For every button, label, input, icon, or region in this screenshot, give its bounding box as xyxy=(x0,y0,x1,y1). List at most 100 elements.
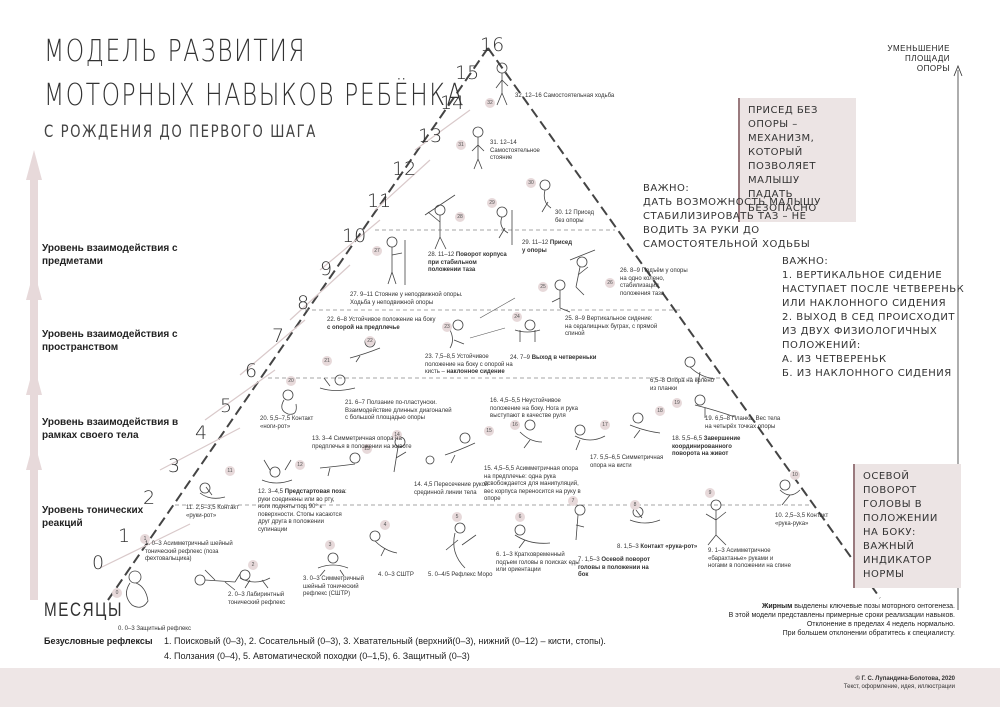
pose-caption: 13. 3–4 Симметричная опора на предплечья… xyxy=(312,436,412,450)
reflexes-line-2: 4. Ползания (0–4), 5. Автоматической пох… xyxy=(164,651,470,661)
pose-badge: 8 xyxy=(630,500,640,510)
legend-text: выделены ключевые позы моторного онтоген… xyxy=(792,603,955,610)
pose-26-figure xyxy=(569,249,596,296)
step-arrows xyxy=(99,109,471,569)
caption-text: : руки соединены или во рту, ноги поднят… xyxy=(258,489,347,533)
pose-31-figure xyxy=(471,126,485,170)
note-important-1: Важно: дать возможность малышу стабилизи… xyxy=(643,182,843,252)
pose-11-figure xyxy=(199,482,226,499)
pose-badge: 0 xyxy=(112,588,122,598)
pose-badge: 7 xyxy=(568,496,578,506)
pose-12-figure xyxy=(261,459,293,484)
pose-30-figure xyxy=(539,179,552,213)
month-number: 11 xyxy=(367,190,392,212)
title-block: Модель развития моторных навыков ребёнка… xyxy=(44,30,463,142)
caption-title: Контакт «рука-рот» xyxy=(640,544,698,550)
reflexes-line-1: 1. Поисковый (0–3), 2. Сосательный (0–3)… xyxy=(164,636,606,646)
pose-badge: 5 xyxy=(452,512,462,522)
pose-9-figure xyxy=(705,499,727,546)
pose-badge: 16 xyxy=(510,420,520,430)
caption-title: Присед у опоры xyxy=(522,240,573,254)
legend-text: При большем отклонении обратитесь к спец… xyxy=(782,630,955,637)
pose-caption: 6,5–8 Опора на колено из планки xyxy=(650,378,714,392)
pose-caption: 2. 0–3 Лабиринтный тонический рефлекс xyxy=(228,592,286,606)
pose-caption: 22. 6–8 Устойчивое положение на боку с о… xyxy=(327,317,437,332)
pose-badge: 21 xyxy=(322,356,332,366)
month-number: 8 xyxy=(297,292,310,314)
pose-32-figure xyxy=(495,62,509,106)
note-heading: Важно: xyxy=(643,183,690,194)
pose-caption: 17. 5,5–6,5 Симметричная опора на кисти xyxy=(590,455,664,469)
pose-caption: 31. 12–14 Самостоятельное стояние xyxy=(490,140,540,161)
pose-caption: 28. 11–12 Поворот корпуса при стабильном… xyxy=(428,252,508,275)
caption-age: 28. 11–12 xyxy=(428,252,455,258)
copyright: © Г. С. Лупандина-Болотова, 2020 Текст, … xyxy=(844,675,955,691)
pose-caption: 21. 6–7 Ползание по-пластунски. Взаимоде… xyxy=(345,400,452,421)
pose-badge: 13 xyxy=(362,444,372,454)
pose-28-figure xyxy=(424,194,456,250)
caption-age: 24. 7–9 xyxy=(510,355,531,361)
pose-caption: 11. 2,5–3,5 Контакт «руки-рот» xyxy=(186,505,239,519)
copyright-line: © Г. С. Лупандина-Болотова, 2020 xyxy=(855,676,955,682)
caption-text: 23. 7,5–8,5 Устойчивое положение на боку… xyxy=(425,354,513,375)
month-number: 6 xyxy=(245,360,258,382)
pose-15-figure xyxy=(444,432,476,464)
legend-bold: Жирным xyxy=(762,603,793,610)
footer-bar xyxy=(0,668,1000,707)
pose-badge: 10 xyxy=(790,470,800,480)
pose-badge: 14 xyxy=(392,430,402,440)
level-label-body: Уровень взаимодействия в рамках своего т… xyxy=(42,417,179,441)
pose-1-figure xyxy=(194,569,241,591)
pose-0-figure xyxy=(126,570,149,608)
caption-age: 29. 11–12 xyxy=(522,240,549,246)
pyramid-right-edge xyxy=(487,47,881,599)
pose-badge: 6 xyxy=(515,512,525,522)
pose-badge: 17 xyxy=(600,420,610,430)
pose-caption: 0. 0–3 Защитный рефлекс xyxy=(118,626,191,632)
month-number: 9 xyxy=(320,258,333,280)
pose-6-figure xyxy=(514,524,551,549)
note-text: б. из наклонного сидения xyxy=(782,368,952,379)
pose-5-figure xyxy=(445,522,477,569)
pose-29-figure xyxy=(496,206,513,245)
month-number: 4 xyxy=(195,422,208,444)
pose-badge: 25 xyxy=(538,282,548,292)
pose-2-figure xyxy=(239,569,271,589)
note-squat: Присед без опоры – механизм, который поз… xyxy=(738,98,856,222)
legend-text: В этой модели представлены примерные сро… xyxy=(728,612,955,619)
pose-caption: 8. 1,5–3 Контакт «рука-рот» xyxy=(617,544,712,552)
legend-text: Отклонение в пределах 4 недель нормально… xyxy=(806,621,955,628)
pose-caption: 27. 9–11 Стояние у неподвижной опоры. Хо… xyxy=(350,292,463,306)
month-number: 14 xyxy=(440,92,465,114)
note-important-2: Важно: 1. Вертикальное сидение наступает… xyxy=(782,255,967,381)
caption-text: 22. 6–8 Устойчивое положение на боку xyxy=(327,317,436,323)
pose-kneel-plank-figure xyxy=(684,356,716,385)
pose-24-figure xyxy=(514,319,541,342)
pose-13-figure xyxy=(319,452,361,477)
pose-caption: 7. 1,5–3 Осевой поворот головы в положен… xyxy=(578,557,653,580)
month-number: 13 xyxy=(418,125,443,147)
pose-caption: 26. 8–9 Подъём у опоры на одно колено, с… xyxy=(620,268,688,297)
pose-caption: 10. 2,5–3,5 Контакт «рука-рука» xyxy=(775,513,829,527)
pose-caption: 18. 5,5–6,5 Завершение координированного… xyxy=(672,436,752,459)
pose-badge: 12 xyxy=(295,460,305,470)
pose-4-figure xyxy=(369,530,398,557)
pose-badge: 28 xyxy=(455,212,465,222)
pose-caption: 25. 8–9 Вертикальное сидение: на седалищ… xyxy=(565,316,658,337)
pose-caption: 23. 7,5–8,5 Устойчивое положение на боку… xyxy=(425,354,520,377)
pose-badge: 31 xyxy=(456,140,466,150)
pose-27-figure xyxy=(386,236,406,285)
pose-20-figure xyxy=(281,389,297,415)
pose-caption: 19. 6,5–8 Планка. Вес тела на четырёх то… xyxy=(705,416,781,430)
caption-age: 7. 1,5–3 xyxy=(578,557,600,563)
pose-caption: 32. 12–16 Самостоятельная ходьба xyxy=(515,93,615,99)
pyramid-left-edge xyxy=(107,47,489,601)
pose-caption: 12. 3–4,5 Предстартовая поза: руки соеди… xyxy=(258,489,348,534)
pose-badge: 30 xyxy=(526,178,536,188)
pose-badge: 29 xyxy=(487,198,497,208)
pose-caption: 14. 4,5 Пересечение рукой срединной лини… xyxy=(414,482,489,496)
pose-caption: 9. 1–3 Асимметричное «барахтанье» руками… xyxy=(708,548,791,569)
